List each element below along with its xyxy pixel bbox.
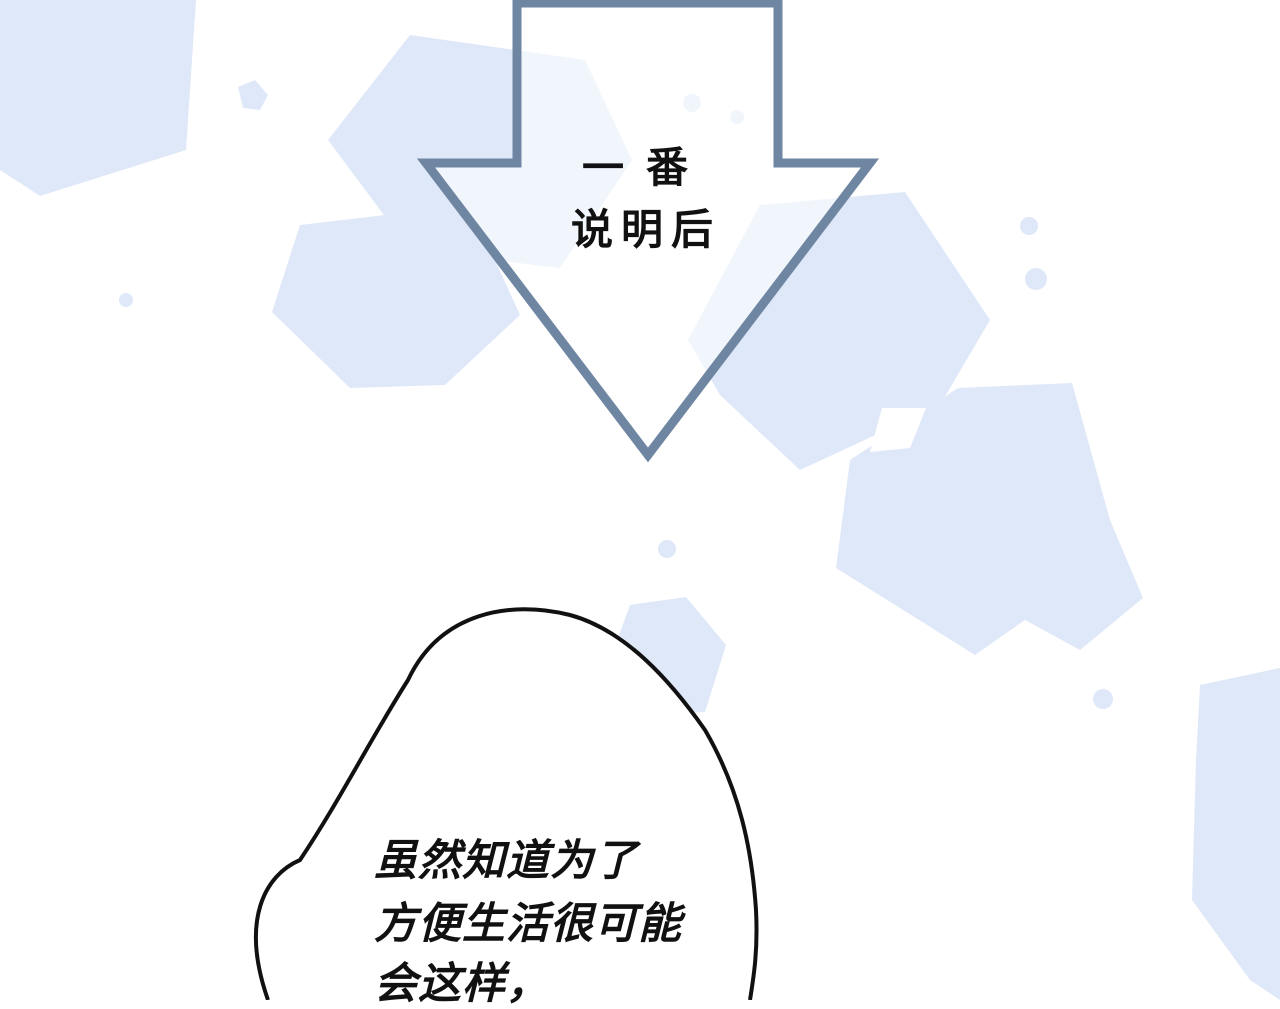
hexagon-shape: [272, 205, 520, 388]
speech-bubble-line-1: 虽然知道为了: [374, 836, 638, 886]
hexagon-shape: [0, 0, 196, 196]
speech-bubble-line-3: 会这样，: [374, 959, 550, 1009]
hexagon-shape: [836, 383, 1143, 655]
speech-bubble-line-2: 方便生活很可能: [374, 899, 682, 949]
speech-bubble-outline: [253, 607, 759, 1000]
dot: [658, 540, 676, 558]
dot: [1025, 268, 1047, 290]
dot: [1093, 689, 1113, 709]
dot: [119, 293, 133, 307]
arrow-caption-line-2: 说明后: [570, 205, 721, 254]
white-diamond-shape: [870, 408, 926, 452]
hexagon-shape: [1192, 668, 1280, 1000]
dot: [1020, 217, 1038, 235]
down-arrow-shape: [416, 0, 880, 463]
hexagon-shape: [238, 80, 268, 110]
arrow-caption-line-1: 一番: [581, 143, 710, 192]
